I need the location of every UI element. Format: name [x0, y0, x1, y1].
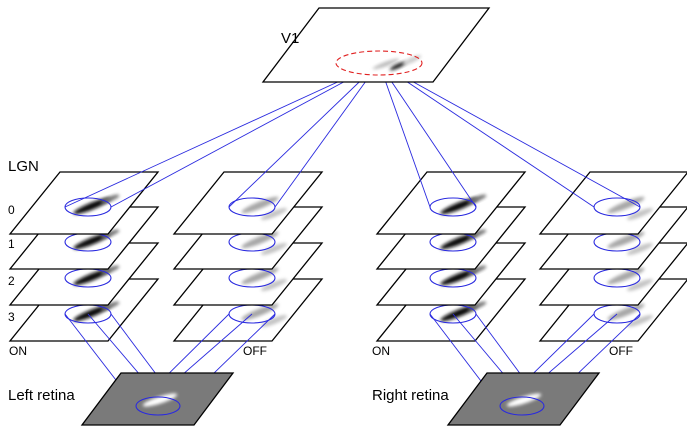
- right-retina-sheet: [446, 372, 601, 426]
- v1-receptive-ring: [335, 50, 423, 76]
- left-off-lgn-stack: [172, 171, 324, 342]
- left-off-sheet-level-2: [172, 242, 324, 306]
- left-off-v1-line-a: [228, 62, 380, 208]
- right-on-lgn-stack: [375, 171, 527, 342]
- right-off-sheet-level-0: [538, 171, 687, 235]
- left-retina-sheet: [80, 372, 235, 426]
- level-2-label: 2: [8, 274, 15, 288]
- right-on-label: ON: [372, 344, 390, 358]
- left-off-v1-line-b: [274, 62, 380, 208]
- right-off-lgn-stack: [538, 171, 687, 342]
- right-on-v1-line-a: [378, 62, 431, 208]
- v1-sheet: [261, 7, 491, 83]
- right-off-v1-line-b: [378, 62, 641, 208]
- left-on-label: ON: [9, 344, 27, 358]
- right-on-sheet-level-0: [375, 171, 527, 235]
- left-on-v1-line-a: [64, 62, 380, 208]
- right-on-v1-line-b: [378, 62, 477, 208]
- left-retina-receptive-field: [135, 396, 181, 416]
- v1-label: V1: [281, 30, 299, 47]
- lgn-label: LGN: [8, 158, 39, 175]
- right-retina-label: Right retina: [372, 387, 449, 404]
- level-1-label: 1: [8, 237, 15, 251]
- left-off-label: OFF: [243, 344, 267, 358]
- left-off-sheet-level-0: [172, 171, 324, 235]
- level-3-label: 3: [8, 310, 15, 324]
- left-on-v1-line-b: [110, 62, 380, 208]
- left-on-lgn-stack: [8, 171, 160, 342]
- right-off-label: OFF: [609, 344, 633, 358]
- right-retina-receptive-field: [499, 396, 545, 416]
- right-off-v1-line-a: [378, 62, 595, 208]
- left-retina-label: Left retina: [8, 387, 75, 404]
- lgn-stacks: [8, 171, 687, 342]
- level-0-label: 0: [8, 203, 15, 217]
